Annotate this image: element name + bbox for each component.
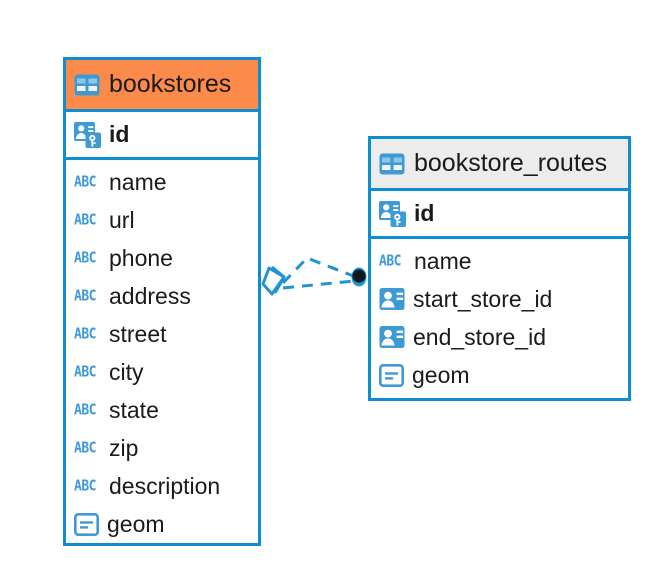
- field-label: city: [109, 358, 144, 385]
- filled-circle-marker: [351, 267, 367, 287]
- field-label: url: [109, 206, 135, 233]
- field-label: end_store_id: [413, 323, 546, 350]
- field-label: zip: [109, 434, 139, 461]
- abc-icon: ABC: [74, 287, 96, 305]
- primary-key-icon: [74, 121, 101, 148]
- field-label: name: [109, 168, 167, 195]
- entity-header-bookstores[interactable]: bookstores: [66, 60, 258, 109]
- geometry-icon: [74, 512, 99, 536]
- field-row-city[interactable]: ABC city: [66, 353, 258, 391]
- abc-icon: ABC: [74, 477, 96, 495]
- abc-icon: ABC: [379, 252, 401, 270]
- field-row-geom[interactable]: geom: [371, 356, 628, 394]
- primary-key-band-bookstores: id: [66, 109, 258, 160]
- foreign-key-icon: [379, 288, 405, 310]
- abc-icon: ABC: [74, 249, 96, 267]
- relationship-line-upper: [281, 256, 357, 285]
- entity-bookstore-routes[interactable]: bookstore_routes id: [368, 136, 631, 401]
- entity-bookstores[interactable]: bookstores id: [63, 57, 261, 546]
- field-label: phone: [109, 244, 173, 271]
- abc-icon: ABC: [74, 439, 96, 457]
- abc-icon: ABC: [74, 211, 96, 229]
- abc-icon: ABC: [74, 401, 96, 419]
- entity-title: bookstore_routes: [414, 149, 608, 177]
- primary-key-band-bookstore-routes: id: [371, 188, 628, 239]
- field-row-url[interactable]: ABC url: [66, 201, 258, 239]
- field-row-street[interactable]: ABC street: [66, 315, 258, 353]
- diamond-crowsfoot-marker: [261, 265, 286, 296]
- field-label: name: [414, 247, 472, 274]
- entity-title: bookstores: [109, 70, 232, 98]
- field-label: id: [414, 200, 435, 226]
- field-row-state[interactable]: ABC state: [66, 391, 258, 429]
- field-row-id[interactable]: id: [371, 191, 628, 236]
- field-label: id: [109, 121, 130, 147]
- abc-icon: ABC: [74, 363, 96, 381]
- field-row-zip[interactable]: ABC zip: [66, 429, 258, 467]
- field-label: start_store_id: [413, 285, 553, 312]
- field-list-bookstore-routes: ABC name start_store_id: [371, 239, 628, 394]
- table-icon: [379, 153, 405, 174]
- field-row-id[interactable]: id: [66, 112, 258, 157]
- field-label: geom: [107, 510, 165, 537]
- field-label: address: [109, 282, 191, 309]
- field-row-phone[interactable]: ABC phone: [66, 239, 258, 277]
- field-row-end-store-id[interactable]: end_store_id: [371, 318, 628, 356]
- field-row-address[interactable]: ABC address: [66, 277, 258, 315]
- field-list-bookstores: ABC name ABC url ABC phone ABC address A…: [66, 160, 258, 543]
- field-label: street: [109, 320, 167, 347]
- relationship-line-lower: [282, 279, 355, 290]
- abc-icon: ABC: [74, 325, 96, 343]
- field-label: description: [109, 472, 221, 499]
- foreign-key-icon: [379, 326, 405, 348]
- field-label: geom: [412, 361, 470, 388]
- table-icon: [74, 74, 100, 95]
- geometry-icon: [379, 363, 404, 387]
- abc-icon: ABC: [74, 173, 96, 191]
- field-row-name[interactable]: ABC name: [371, 242, 628, 280]
- entity-header-bookstore-routes[interactable]: bookstore_routes: [371, 139, 628, 188]
- field-row-start-store-id[interactable]: start_store_id: [371, 280, 628, 318]
- field-label: state: [109, 396, 159, 423]
- field-row-geom[interactable]: geom: [66, 505, 258, 543]
- field-row-description[interactable]: ABC description: [66, 467, 258, 505]
- primary-key-icon: [379, 200, 406, 227]
- field-row-name[interactable]: ABC name: [66, 163, 258, 201]
